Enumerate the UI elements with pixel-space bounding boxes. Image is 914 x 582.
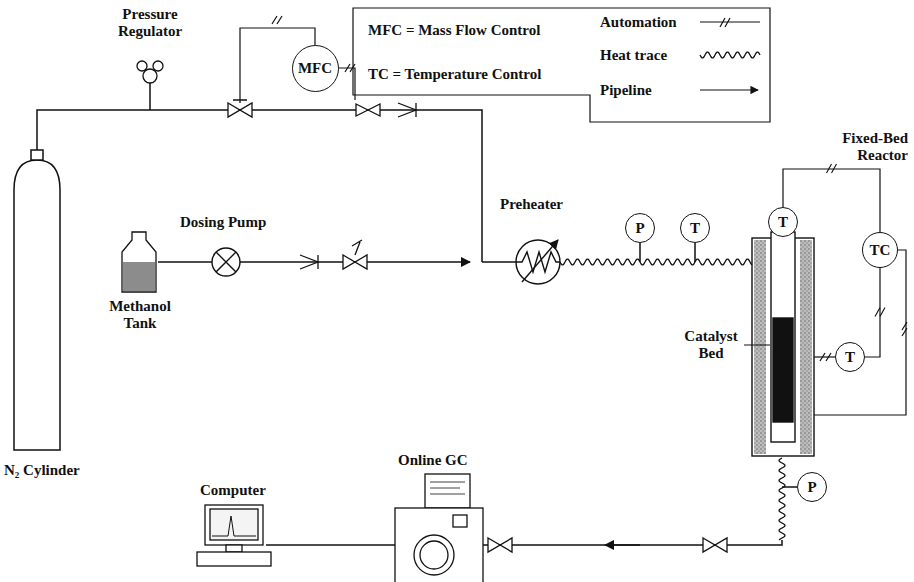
automation-mark	[875, 308, 885, 317]
legend-box-part	[353, 8, 770, 122]
valves-part	[703, 538, 727, 552]
pipelines-part	[149, 83, 151, 110]
methanol-tank-part	[122, 232, 156, 292]
fixed-bed-reactor	[744, 232, 814, 456]
pressure-regulator-part	[137, 61, 147, 71]
temperature-controller: TC	[862, 232, 898, 268]
fixed-bed-reactor-part	[754, 240, 766, 454]
legend-text: Heat trace	[600, 47, 667, 64]
valves-part	[228, 103, 252, 117]
temperature-indicator: T	[835, 342, 865, 372]
preheater-part	[516, 240, 560, 284]
automation-lines-part	[812, 356, 835, 357]
valves-part	[300, 255, 318, 269]
instrument-tag: T	[845, 349, 855, 365]
heat-trace	[560, 52, 785, 540]
equipment-label: Computer	[200, 482, 266, 499]
computer-part	[226, 545, 242, 552]
online-gc-part	[420, 541, 448, 569]
heat-trace-line	[700, 52, 760, 58]
equipment-label: Online GC	[398, 452, 468, 469]
equipment-label: Pressure Regulator	[100, 6, 200, 40]
valves-part	[343, 255, 367, 269]
valves-part	[233, 100, 247, 103]
mfc-circle: MFC	[292, 45, 339, 92]
pipelines-part	[482, 540, 782, 545]
methanol-tank-part	[123, 262, 155, 291]
legend-box-part	[700, 18, 760, 27]
valves-part	[398, 103, 416, 117]
pipelines	[37, 83, 797, 545]
valves-part	[488, 538, 512, 552]
pressure-regulator	[137, 61, 163, 83]
legend-note: MFC = Mass Flow Control	[368, 22, 540, 39]
online-gc-part	[395, 508, 483, 582]
fixed-bed-reactor-part	[800, 240, 812, 454]
instrument-tag: T	[690, 220, 700, 236]
fixed-bed-reactor-part	[773, 318, 793, 422]
n2-cylinder-part	[14, 160, 60, 450]
legend-text: Automation	[600, 14, 677, 31]
instrument-tag: MFC	[298, 60, 332, 76]
pressure-regulator-part	[153, 61, 163, 71]
dosing-pump	[212, 248, 240, 276]
fixed-bed-reactor-part	[744, 345, 770, 346]
n2-cylinder	[14, 150, 60, 450]
automation-lines-part	[337, 68, 355, 100]
equipment-label: Preheater	[500, 196, 563, 213]
legend-note: TC = Temperature Control	[368, 66, 541, 83]
computer	[197, 505, 271, 566]
equipment-label: Fixed-Bed Reactor	[800, 130, 908, 164]
online-gc-part	[414, 535, 454, 575]
online-gc-part	[425, 474, 470, 508]
equipment-label: Dosing Pump	[180, 214, 266, 231]
computer-part	[212, 516, 256, 536]
computer-part	[210, 509, 258, 540]
pressure-indicator: P	[625, 213, 655, 243]
legend-text: Pipeline	[600, 82, 652, 99]
methanol-tank	[122, 232, 156, 292]
heat-trace-line	[560, 259, 752, 265]
online-gc-part	[453, 515, 467, 527]
online-gc-part	[430, 482, 465, 494]
instrument-tag: T	[778, 214, 788, 230]
pipelines-part	[482, 261, 516, 263]
equipment-label: Methanol Tank	[104, 298, 176, 332]
pipelines-part	[266, 544, 395, 546]
pressure-indicator: P	[797, 472, 827, 502]
instrument-tag: TC	[870, 242, 891, 258]
n2-cylinder-part	[31, 150, 43, 160]
temperature-indicator: T	[768, 207, 798, 237]
instrument-tag: P	[807, 479, 816, 495]
computer-part	[197, 552, 271, 566]
fixed-bed-reactor-part	[771, 232, 795, 442]
preheater-part	[522, 240, 558, 282]
heat-trace-line	[779, 458, 785, 540]
pressure-regulator-part	[143, 69, 157, 83]
preheater	[516, 240, 560, 284]
valves-part	[356, 104, 380, 116]
online-gc	[395, 474, 483, 582]
legend-box-part	[700, 89, 758, 90]
instrument-tag: P	[635, 220, 644, 236]
computer-part	[205, 505, 263, 545]
valves-part	[352, 240, 362, 255]
pipelines-part	[158, 261, 470, 263]
preheater-part	[516, 252, 560, 272]
equipment-label: Catalyst Bed	[680, 328, 742, 362]
valves	[228, 100, 727, 552]
pipelines-part	[37, 110, 482, 262]
equipment-label: N₂ Cylinder	[4, 462, 80, 479]
dosing-pump-part	[212, 248, 240, 276]
automation-lines-part	[812, 250, 906, 415]
automation-mark	[827, 164, 837, 173]
legend-box	[353, 8, 770, 122]
dosing-pump-part	[216, 252, 236, 272]
pipelines-part	[605, 544, 640, 546]
temperature-indicator: T	[680, 213, 710, 243]
